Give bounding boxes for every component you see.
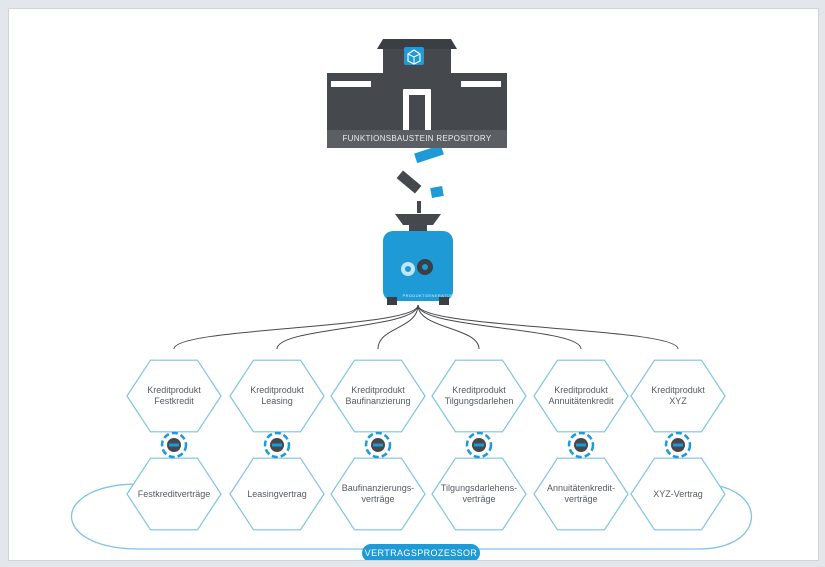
connector-5	[417, 304, 582, 350]
diagram-graphics	[70, 39, 752, 550]
process-icon	[160, 431, 188, 459]
falling-blocks	[396, 144, 444, 213]
contract-hex-6	[630, 457, 726, 531]
contract-label: Festkreditverträge	[137, 489, 211, 499]
hexagon-grid	[126, 359, 726, 531]
product-generator-machine	[383, 214, 453, 305]
contract-label: Tilgungsdarlehens- verträge	[440, 483, 518, 504]
product-hex-1	[126, 359, 222, 433]
generator-label: PRODUKTGENERATOR	[402, 293, 454, 298]
contract-hex-3	[330, 457, 426, 531]
process-icon	[263, 431, 291, 459]
repository-label: FUNKTIONSBAUSTEIN REPOSITORY	[327, 130, 507, 148]
contract-hex-5	[533, 457, 629, 531]
processor-label: VERTRAGSPROZESSOR	[362, 544, 480, 560]
contract-label: Annuitätenkredit- verträge	[546, 483, 616, 504]
processor-loop	[70, 483, 752, 550]
product-hex-6	[630, 359, 726, 433]
connector-1	[173, 304, 419, 350]
process-icon	[465, 431, 493, 459]
product-label: Kreditprodukt Annuitätenkredit	[548, 385, 614, 406]
product-label: Kreditprodukt Baufinanzierung	[345, 385, 411, 406]
contract-hex-1	[126, 457, 222, 531]
connector-3	[377, 304, 419, 350]
product-label: Kreditprodukt Tilgungsdarlehen	[444, 385, 514, 406]
product-label: Kreditprodukt Festkredit	[147, 385, 201, 406]
connector-2	[276, 304, 419, 350]
contract-label: Baufinanzierungs- verträge	[341, 483, 415, 504]
generator-connectors	[173, 304, 679, 350]
connector-6	[417, 304, 679, 350]
product-hex-3	[330, 359, 426, 433]
product-label: Kreditprodukt Leasing	[250, 385, 304, 406]
contract-label: Leasingvertrag	[247, 489, 307, 499]
contract-hex-2	[229, 457, 325, 531]
product-label: Kreditprodukt XYZ	[651, 385, 705, 406]
process-icon	[664, 431, 692, 459]
diagram-canvas: FUNKTIONSBAUSTEIN REPOSITORY PRODUKTGENE…	[8, 8, 819, 561]
contract-hex-4	[431, 457, 527, 531]
process-icon	[364, 431, 392, 459]
contract-label: XYZ-Vertrag	[653, 489, 703, 499]
process-icon	[567, 431, 595, 459]
connector-4	[417, 304, 480, 350]
repository-building	[327, 39, 507, 131]
product-hex-4	[431, 359, 527, 433]
product-hex-5	[533, 359, 629, 433]
product-hex-2	[229, 359, 325, 433]
